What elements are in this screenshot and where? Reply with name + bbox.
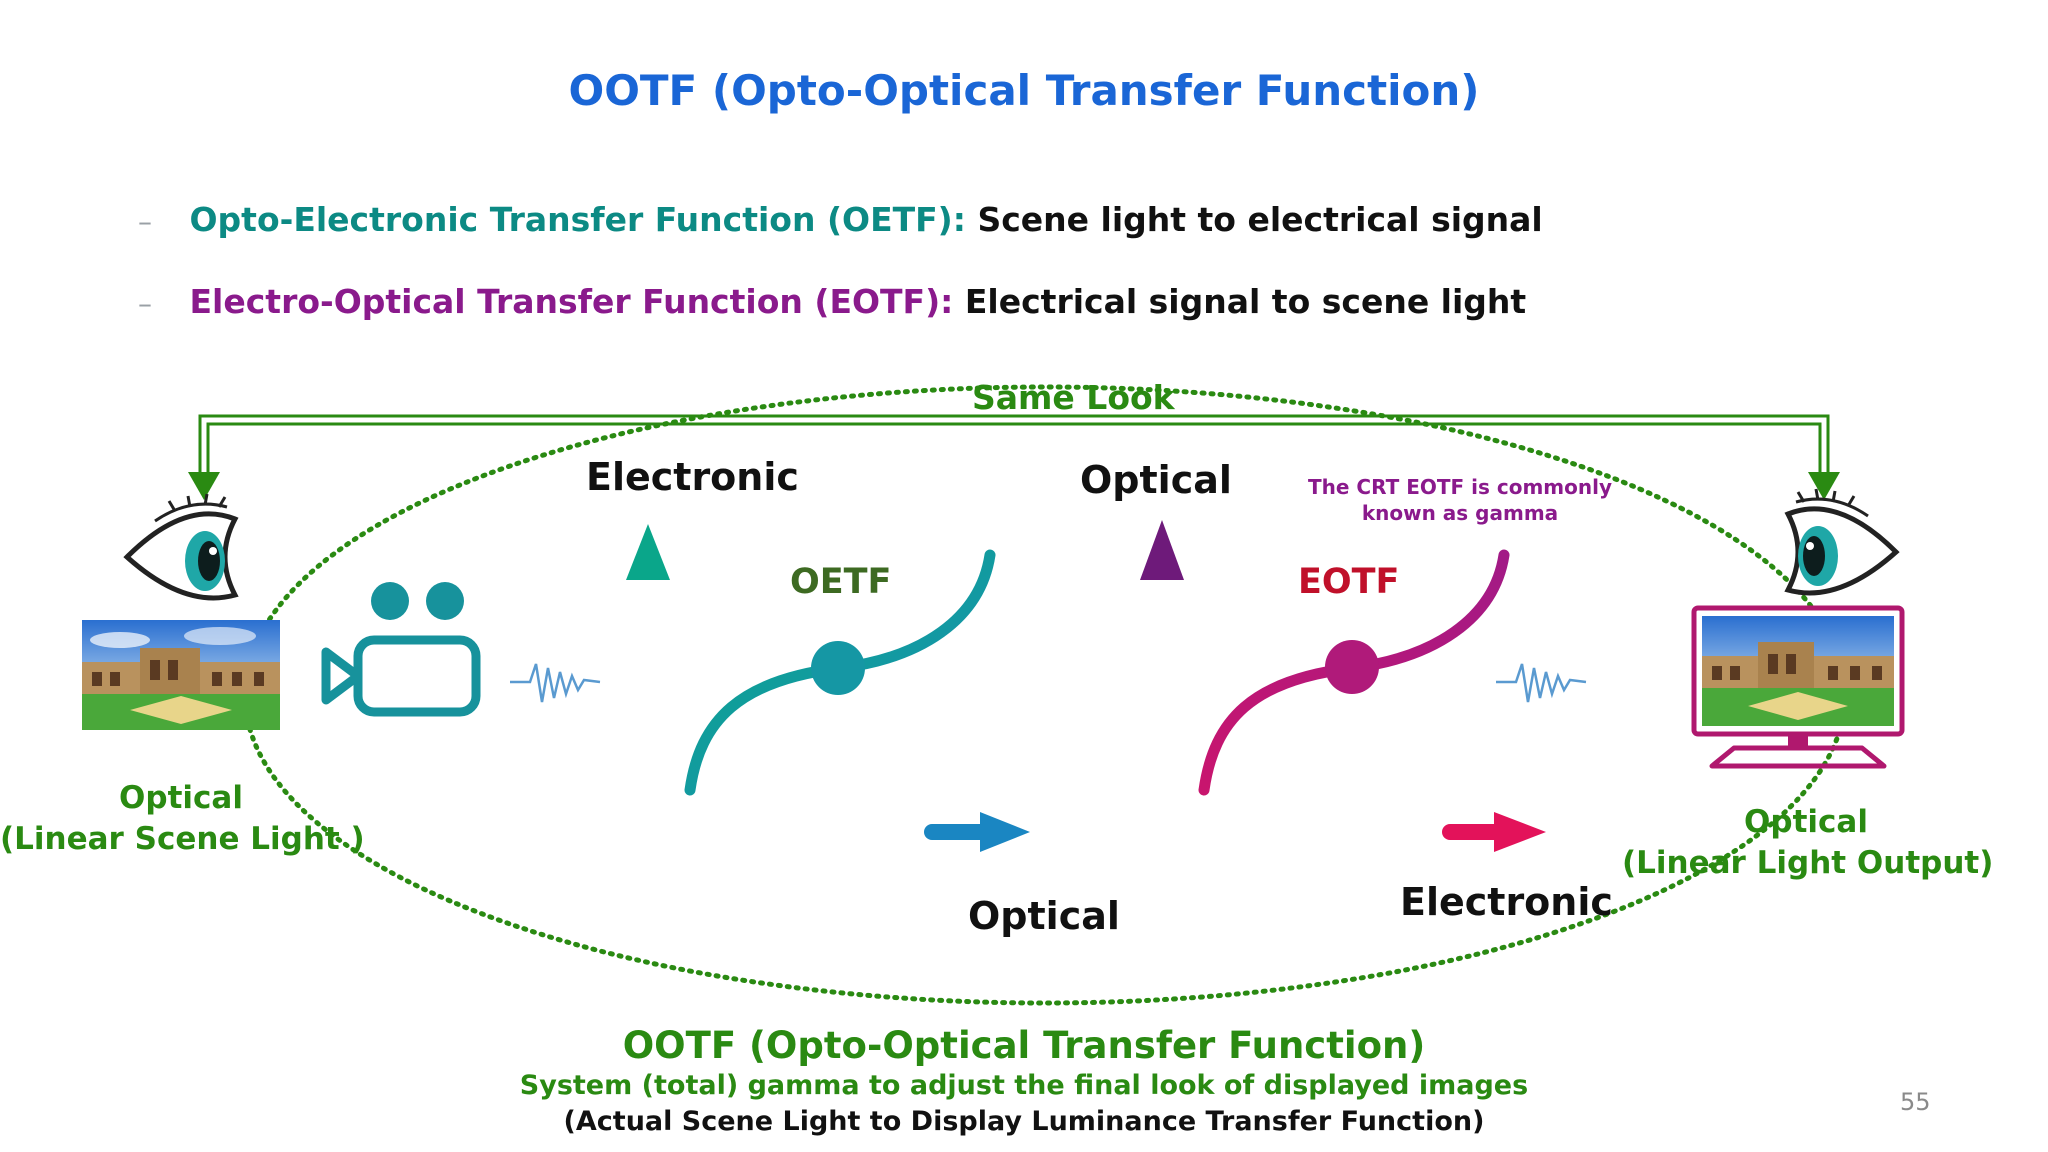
same-look-bracket bbox=[198, 414, 1830, 482]
bullet-eotf: – Electro-Optical Transfer Function (EOT… bbox=[138, 282, 1526, 321]
oetf-curve-point bbox=[811, 641, 865, 695]
eotf-axes bbox=[1140, 520, 1546, 852]
bullet-dash: – bbox=[138, 287, 152, 320]
light-output-label: Optical (Linear Light Output) bbox=[1622, 802, 1994, 884]
ootf-note: (Actual Scene Light to Display Luminance… bbox=[563, 1106, 1485, 1137]
ootf-title: OOTF (Opto-Optical Transfer Function) bbox=[622, 1024, 1426, 1067]
eye-icon bbox=[123, 493, 239, 601]
page-number: 55 bbox=[1900, 1088, 1931, 1116]
video-camera-icon bbox=[321, 582, 481, 717]
signal-wave-icon bbox=[1496, 663, 1587, 703]
crt-gamma-note: The CRT EOTF is commonly known as gamma bbox=[1300, 474, 1620, 526]
bullet-dash: – bbox=[138, 205, 152, 238]
oetf-x-axis-label: Optical bbox=[968, 894, 1120, 938]
monitor-icon bbox=[1691, 605, 1905, 769]
signal-wave-icon bbox=[510, 663, 601, 703]
oetf-y-axis-label: Electronic bbox=[586, 455, 799, 499]
eye-icon bbox=[1784, 488, 1900, 596]
oetf-term: Opto-Electronic Transfer Function (OETF)… bbox=[189, 200, 966, 239]
eotf-x-axis-label: Electronic bbox=[1400, 880, 1613, 924]
eotf-curve-point bbox=[1325, 640, 1379, 694]
oetf-axes bbox=[626, 524, 1030, 852]
eotf-description: Electrical signal to scene light bbox=[964, 282, 1527, 321]
crt-gamma-note-line: known as gamma bbox=[1361, 501, 1559, 525]
light-output-label-line: Optical bbox=[1744, 804, 1868, 840]
same-look-label: Same Look bbox=[972, 378, 1175, 417]
scene-light-label-line: Optical bbox=[119, 780, 243, 816]
same-look-arrow-right bbox=[1808, 472, 1840, 500]
scene-photo bbox=[82, 620, 280, 730]
eotf-term: Electro-Optical Transfer Function (EOTF)… bbox=[189, 282, 954, 321]
ootf-subtitle: System (total) gamma to adjust the final… bbox=[519, 1070, 1529, 1101]
crt-gamma-note-line: The CRT EOTF is commonly bbox=[1308, 475, 1612, 499]
scene-light-label: Optical (Linear Scene Light ) bbox=[0, 778, 365, 860]
scene-light-label-line: (Linear Scene Light ) bbox=[0, 821, 365, 857]
oetf-curve-label: OETF bbox=[790, 562, 892, 602]
page-title: OOTF (Opto-Optical Transfer Function) bbox=[568, 66, 1480, 115]
eotf-y-axis-label: Optical bbox=[1080, 458, 1232, 502]
oetf-description: Scene light to electrical signal bbox=[977, 200, 1543, 239]
bullet-oetf: – Opto-Electronic Transfer Function (OET… bbox=[138, 200, 1543, 239]
same-look-arrow-left bbox=[188, 472, 220, 500]
eotf-curve-label: EOTF bbox=[1298, 562, 1400, 602]
light-output-label-line: (Linear Light Output) bbox=[1622, 845, 1994, 881]
